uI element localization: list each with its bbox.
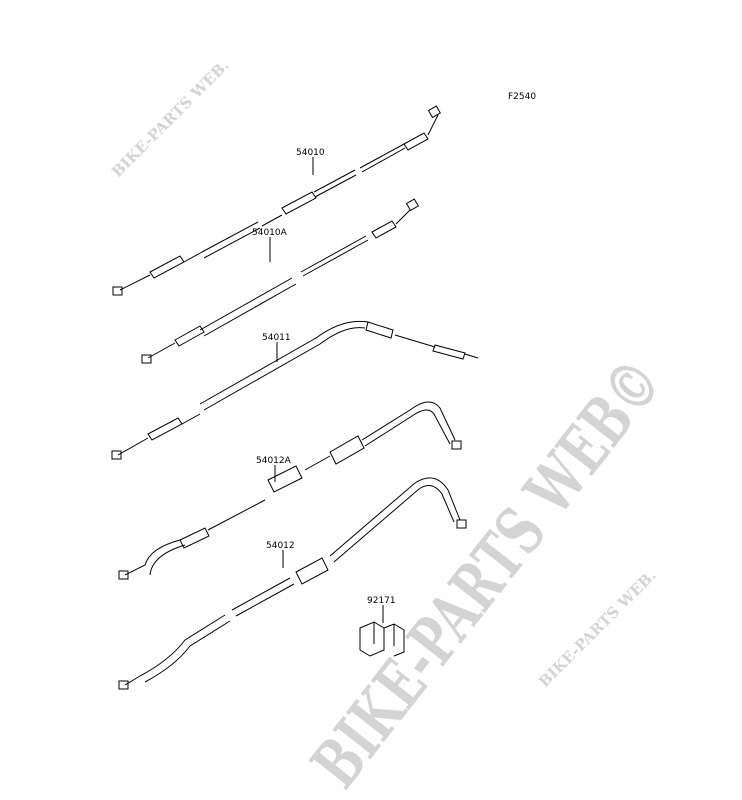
- watermark-small-top: BIKE-PARTS WEB.: [108, 56, 233, 181]
- figure-code: F2540: [508, 92, 536, 102]
- part-label-92171[interactable]: 92171: [367, 596, 396, 606]
- cable-54011[interactable]: [111, 320, 479, 460]
- cable-54012A[interactable]: [118, 401, 462, 580]
- part-label-54010A[interactable]: 54010A: [252, 228, 288, 238]
- watermark-main: BIKE-PARTS WEB©: [296, 344, 678, 800]
- part-label-54011[interactable]: 54011: [262, 333, 291, 343]
- watermark-small-bottom: BIKE-PARTS WEB.: [535, 566, 660, 691]
- cable-54010A[interactable]: [141, 198, 420, 364]
- part-label-54012A[interactable]: 54012A: [256, 456, 292, 466]
- cable-54012[interactable]: [118, 477, 467, 690]
- clip-92171[interactable]: [359, 621, 405, 657]
- cable-54010[interactable]: [112, 105, 442, 296]
- part-label-54010[interactable]: 54010: [296, 148, 325, 158]
- part-label-54012[interactable]: 54012: [266, 541, 295, 551]
